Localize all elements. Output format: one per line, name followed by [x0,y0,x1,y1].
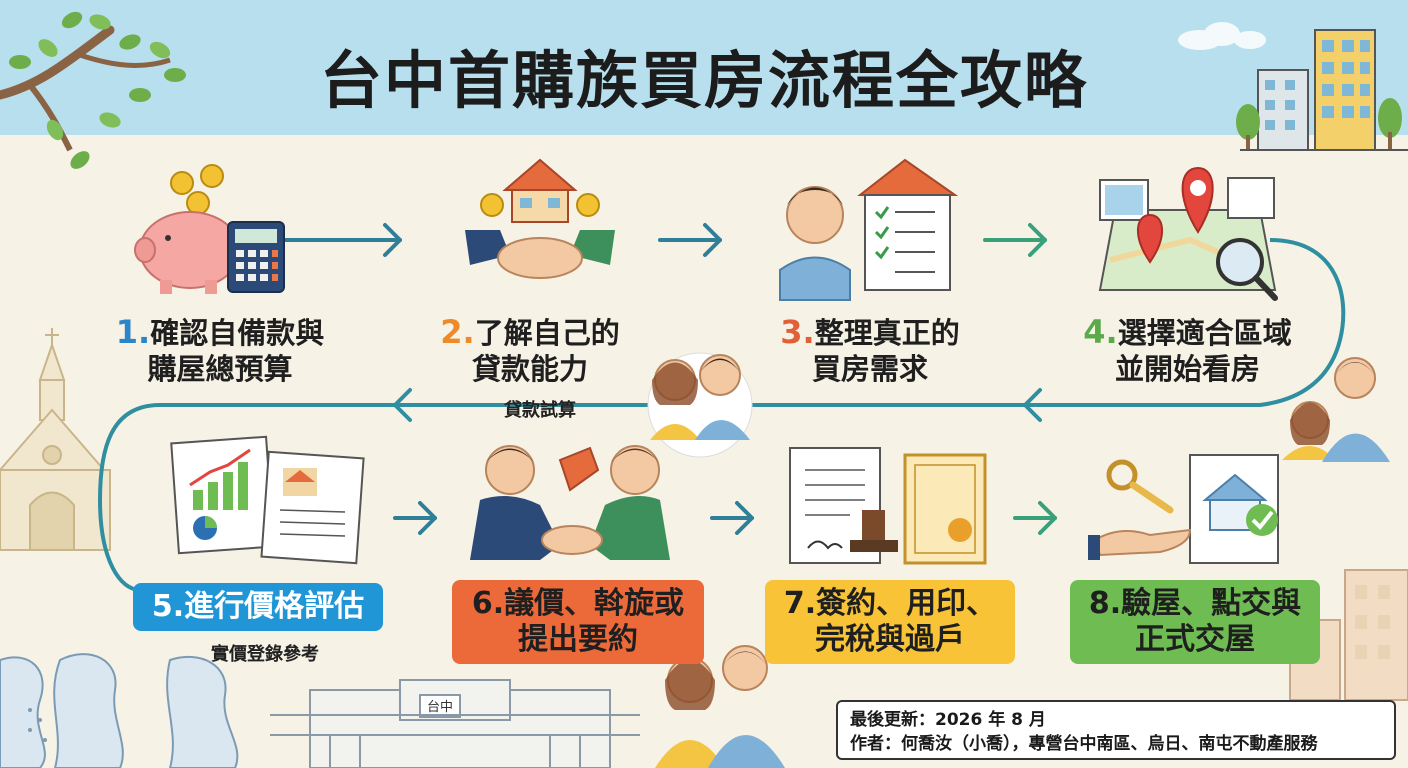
author-line: 作者：何喬汝（小喬），專營台中南區、烏日、南屯不動產服務 [850,734,1318,754]
step-8-line2: 正式交屋 [1135,622,1255,657]
person-checklist-icon [779,158,959,301]
taichung-station-icon [270,679,640,768]
step-4-line1: 選擇適合區域 [1117,316,1292,350]
step-7-pill: 7.簽約、用印、 完稅與過戶 [765,580,1015,664]
couple-icon [655,645,785,768]
couple-icon [647,352,753,458]
businessmen-handshake-icon [470,445,670,560]
step-1-number: 1. [115,313,151,351]
step-3-label: 3.整理真正的 買房需求 [745,314,995,387]
step-7-number: 7. [783,586,817,621]
map-pin-magnifier-icon [1098,166,1278,301]
step-6-line1: 議價、斡旋或 [504,586,685,621]
step-6-number: 6. [471,586,505,621]
church-icon [0,328,111,551]
step-6-line2: 提出要約 [518,622,638,657]
step-1-line1: 確認自備款與 [150,316,325,350]
cloud-icon [1178,22,1266,50]
step-3-line2: 買房需求 [811,352,928,386]
step-6-pill: 6.議價、斡旋或 提出要約 [452,580,704,664]
step-5-number: 5. [151,589,185,624]
step-2-sub: 貸款試算 [504,400,576,421]
last-updated: 最後更新：2026 年 8 月 [850,710,1046,730]
flow-arrows [283,223,722,257]
step-2-line2: 貸款能力 [471,352,588,386]
loop-path [97,238,1346,592]
piggy-bank-calculator-icon [134,164,285,294]
step-2-label: 2.了解自己的 貸款能力 [410,314,650,387]
step-7-line1: 簽約、用印、 [816,586,997,621]
step-5-sub: 實價登錄參考 [211,644,319,665]
step-2-line1: 了解自己的 [474,316,620,350]
chart-document-icon [170,435,365,565]
opera-house-icon [0,653,239,768]
step-8-line1: 驗屋、點交與 [1121,586,1302,621]
contract-stamp-icon [789,447,987,565]
buildings-bottom-right-icon [1289,569,1408,701]
step-3-line1: 整理真正的 [814,316,960,350]
info-box: 最後更新：2026 年 8 月 作者：何喬汝（小喬），專營台中南區、烏日、南屯不… [836,700,1396,760]
city-buildings-icon [1236,29,1408,151]
step-3-number: 3. [780,313,815,351]
page-title: 台中首購族買房流程全攻略 [319,44,1088,117]
station-sign: 台中 [427,700,453,715]
step-1-line2: 購屋總預算 [147,352,293,386]
step-5-pill: 5.進行價格評估 [133,583,383,631]
step-5-line1: 進行價格評估 [184,589,365,624]
step-1-label: 1.確認自備款與 購屋總預算 [90,314,350,387]
step-2-number: 2. [440,313,475,351]
step-4-number: 4. [1083,313,1118,351]
step-4-line2: 並開始看房 [1114,352,1260,386]
step-4-label: 4.選擇適合區域 並開始看房 [1055,314,1320,387]
couple-icon [1282,357,1390,462]
step-7-line2: 完稅與過戶 [815,622,965,657]
tree-branch-icon [0,11,186,169]
sky-banner [0,0,1408,135]
step-8-number: 8. [1088,586,1122,621]
handshake-house-icon [465,158,615,279]
step-8-pill: 8.驗屋、點交與 正式交屋 [1070,580,1320,664]
key-house-check-icon [1088,454,1279,564]
